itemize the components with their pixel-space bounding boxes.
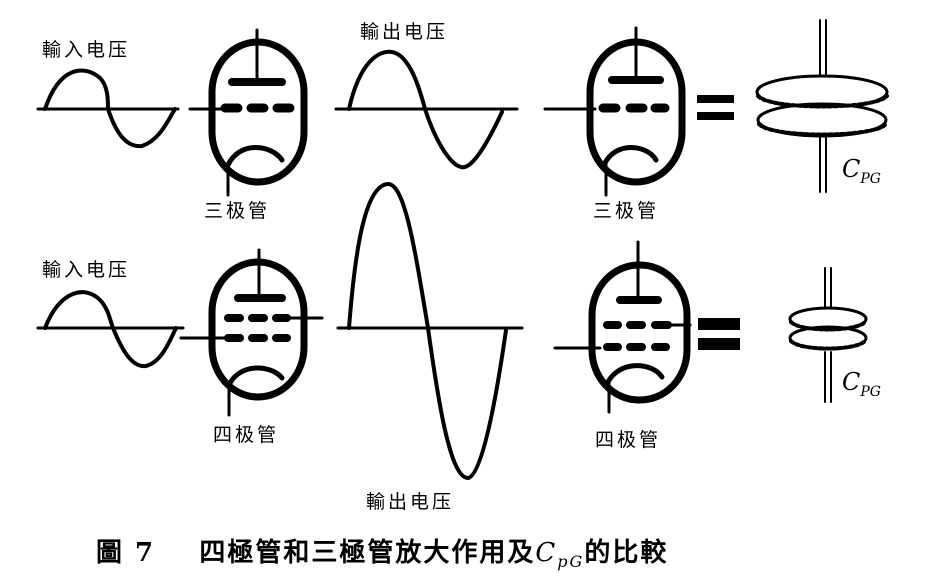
triode-tube-icon bbox=[188, 28, 308, 197]
input-sine-wave-bottom bbox=[36, 290, 185, 369]
triode-label-right: 三极管 bbox=[593, 200, 660, 222]
output-voltage-label-top: 輸出电压 bbox=[360, 21, 449, 43]
output-sine-wave-top bbox=[334, 49, 519, 170]
output-voltage-label-bottom: 輸出电压 bbox=[366, 491, 455, 513]
capacitor-cpg-large-icon bbox=[755, 19, 889, 193]
output-sine-wave-bottom bbox=[336, 181, 524, 481]
tetrode-tube-icon bbox=[179, 248, 324, 417]
caption-symbol-sub: pG bbox=[557, 552, 585, 572]
cpg-label-top: CPG bbox=[842, 155, 881, 187]
caption-text-after: 的比較 bbox=[584, 538, 669, 568]
tetrode-tube-icon bbox=[553, 240, 692, 414]
triode-tube-icon bbox=[543, 26, 686, 197]
equivalence-plates-bottom bbox=[698, 318, 740, 350]
cpg-label-bottom: CPG bbox=[842, 368, 881, 400]
figure-number: 圖 7 bbox=[96, 538, 156, 568]
equivalence-plates-top bbox=[697, 95, 734, 120]
capacitor-cpg-small-icon bbox=[788, 267, 868, 403]
input-voltage-label-top: 輸入电压 bbox=[42, 39, 131, 61]
cpg-subscript: PG bbox=[860, 383, 881, 400]
tetrode-label-right: 四极管 bbox=[595, 429, 662, 451]
input-voltage-label-bottom: 輸入电压 bbox=[42, 259, 131, 281]
cpg-subscript: PG bbox=[860, 170, 881, 187]
caption-symbol-main: C bbox=[535, 538, 558, 568]
caption-symbol: CpG bbox=[535, 538, 585, 572]
cpg-symbol: C bbox=[842, 368, 861, 396]
input-sine-wave-top bbox=[36, 68, 180, 149]
figure-caption: 圖 7 四極管和三極管放大作用及CpG的比較 bbox=[96, 532, 668, 571]
caption-text: 四極管和三極管放大作用及 bbox=[199, 538, 536, 568]
cpg-symbol: C bbox=[842, 155, 861, 183]
tetrode-label-left: 四极管 bbox=[213, 424, 280, 446]
triode-label-left: 三极管 bbox=[204, 200, 271, 222]
